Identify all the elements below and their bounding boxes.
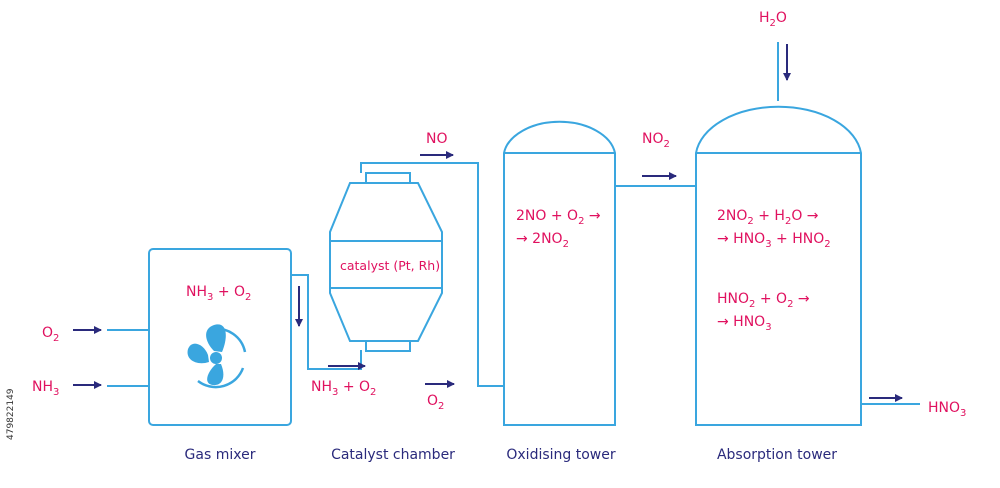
fan-icon (187, 324, 247, 389)
o2-join-formula: O2 (427, 393, 444, 412)
absorption-equation1-line1: 2NO2 + H2O → (717, 208, 819, 227)
no-formula: NO (426, 131, 448, 147)
oxidising-tower-label: Oxidising tower (506, 447, 615, 463)
no2-formula: NO2 (642, 131, 670, 150)
pipes (107, 42, 920, 405)
nh3-inlet-formula: NH3 (32, 379, 59, 398)
absorption-equation1-line2: → HNO3 + HNO2 (717, 231, 831, 250)
hno3-outlet-formula: HNO3 (928, 400, 966, 419)
absorption-tower-label: Absorption tower (717, 447, 837, 463)
oxidation-equation-line2: → 2NO2 (516, 231, 569, 250)
absorption-equation2-line1: HNO2 + O2 → (717, 291, 810, 310)
stock-id-text: 479822149 (6, 388, 16, 440)
to-catalyst-formula: NH3 + O2 (311, 379, 376, 398)
oxidation-equation-line1: 2NO + O2 → (516, 208, 601, 227)
oxidising-tower-shape (503, 120, 616, 426)
o2-inlet-formula: O2 (42, 325, 59, 344)
gas-mixer-label: Gas mixer (185, 447, 256, 463)
catalyst-chamber-shape (329, 172, 443, 352)
catalyst-to-oxidiser-pipe (360, 162, 504, 387)
flow-arrows (73, 44, 903, 402)
water-formula: H2O (759, 10, 787, 29)
absorption-tower-shape (695, 105, 862, 426)
catalyst-text: catalyst (Pt, Rh) (340, 258, 440, 273)
absorption-equation2-line2: → HNO3 (717, 314, 772, 333)
mixer-formula: NH3 + O2 (186, 284, 251, 303)
catalyst-chamber-label: Catalyst chamber (331, 447, 455, 463)
